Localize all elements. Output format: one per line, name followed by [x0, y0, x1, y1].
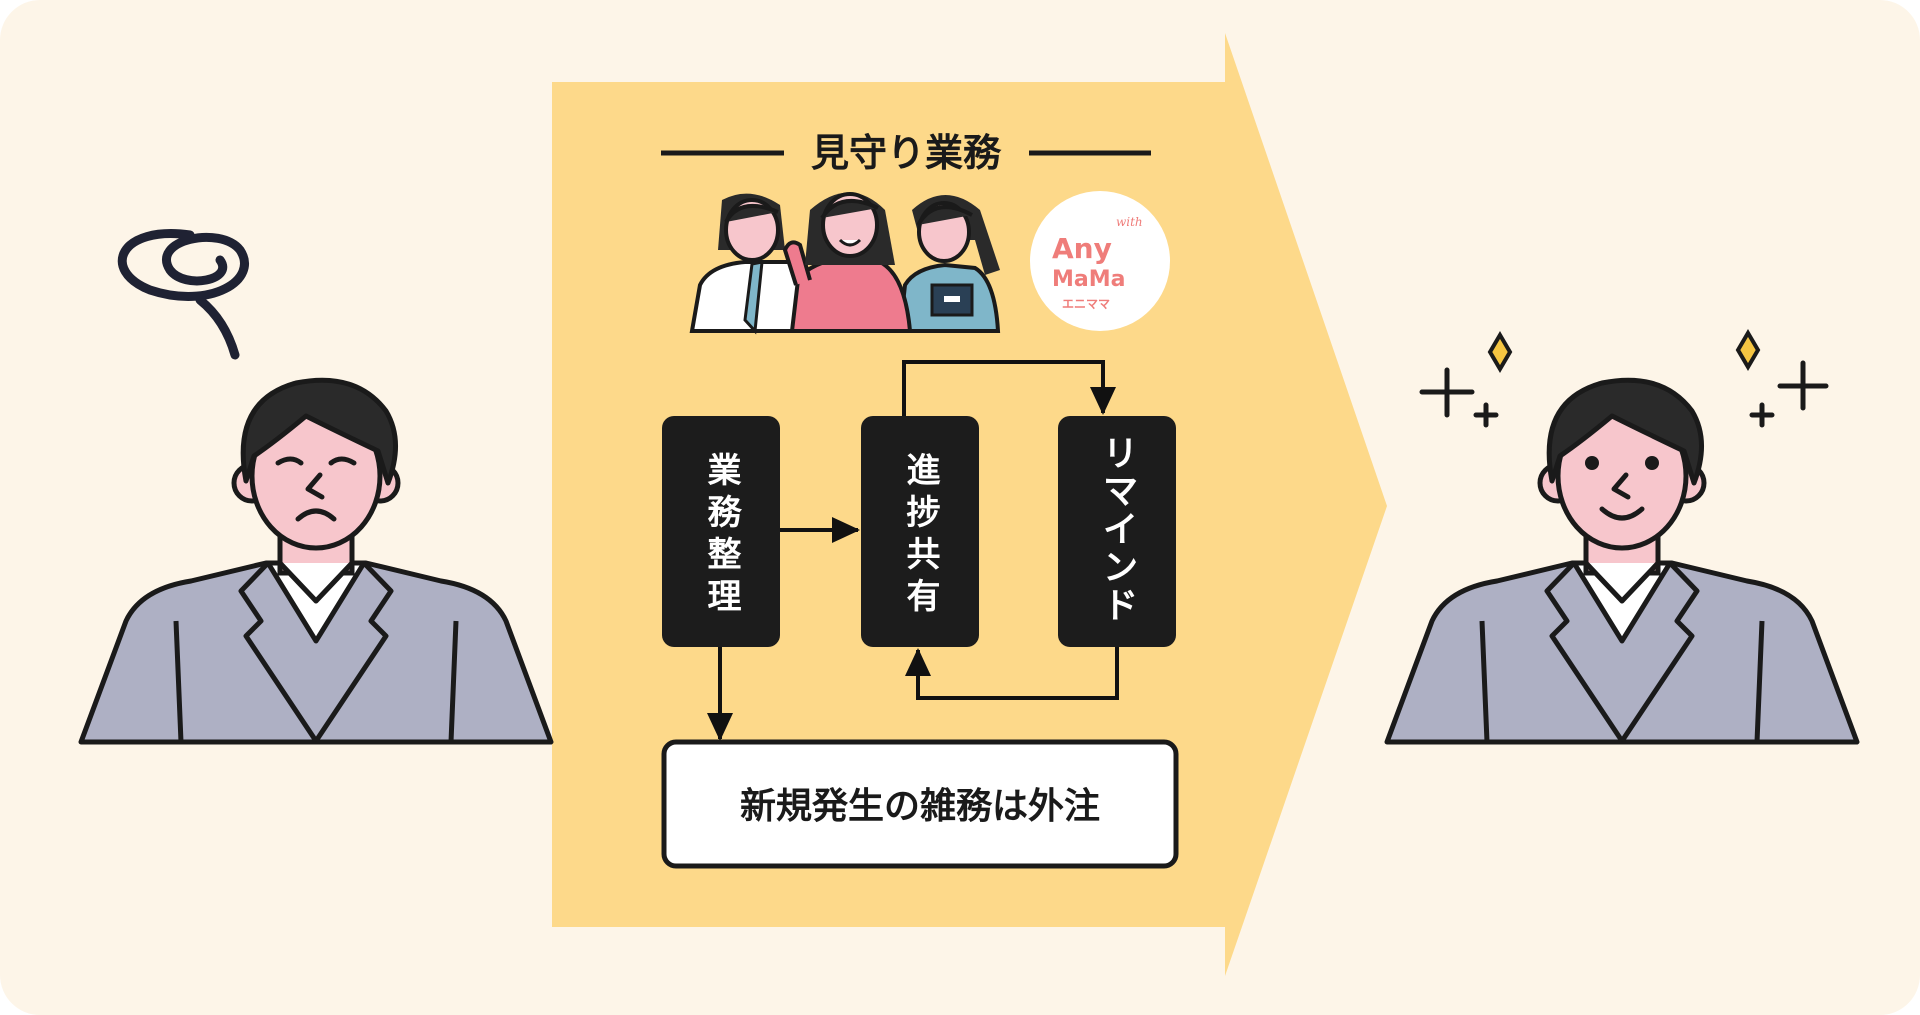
troubled-man — [81, 380, 551, 742]
frown — [295, 508, 337, 522]
confusion-swirl-icon — [117, 229, 249, 360]
section-title: 見守り業務 — [661, 131, 1151, 175]
staff-person-3 — [897, 195, 1001, 333]
sparkles — [1419, 329, 1829, 428]
flow-connectors — [707, 360, 1119, 741]
section-title-text: 見守り業務 — [811, 131, 1002, 175]
logo-any: Any — [1052, 232, 1112, 265]
plus-sparkle-icon — [1749, 360, 1829, 428]
staff-person-2 — [782, 192, 913, 333]
logo-with: with — [1116, 215, 1143, 229]
flow-box-label: 業務整理 — [701, 452, 741, 620]
staff-person-1 — [689, 193, 815, 335]
flow-box-progress: 進捗共有 — [861, 416, 979, 647]
flow-box-label: 進捗共有 — [900, 452, 940, 620]
arrow-progress-to-remind — [902, 360, 1116, 416]
outsource-box: 新規発生の雑務は外注 — [661, 739, 1179, 869]
smile — [1599, 506, 1645, 521]
staff-illustration — [689, 192, 1001, 335]
sparkle-icon — [1735, 329, 1761, 371]
worried-eyes — [275, 456, 357, 466]
plus-sparkle-icon — [1419, 367, 1499, 428]
happy-man — [1387, 380, 1857, 742]
logo-katakana: エニママ — [1062, 297, 1110, 311]
arrow-remind-to-progress — [905, 647, 1119, 700]
outsource-box-label: 新規発生の雑務は外注 — [740, 786, 1100, 827]
logo-mama: MaMa — [1052, 267, 1125, 292]
flow-box-remind: リマインド — [1058, 416, 1176, 647]
anymama-logo: with Any MaMa エニママ — [1030, 191, 1170, 331]
eye-left — [1585, 456, 1599, 470]
sparkle-icon — [1487, 331, 1513, 373]
flow-box-label: リマインド — [1097, 434, 1138, 624]
eye-right — [1645, 456, 1659, 470]
flow-box-organize: 業務整理 — [662, 416, 780, 647]
